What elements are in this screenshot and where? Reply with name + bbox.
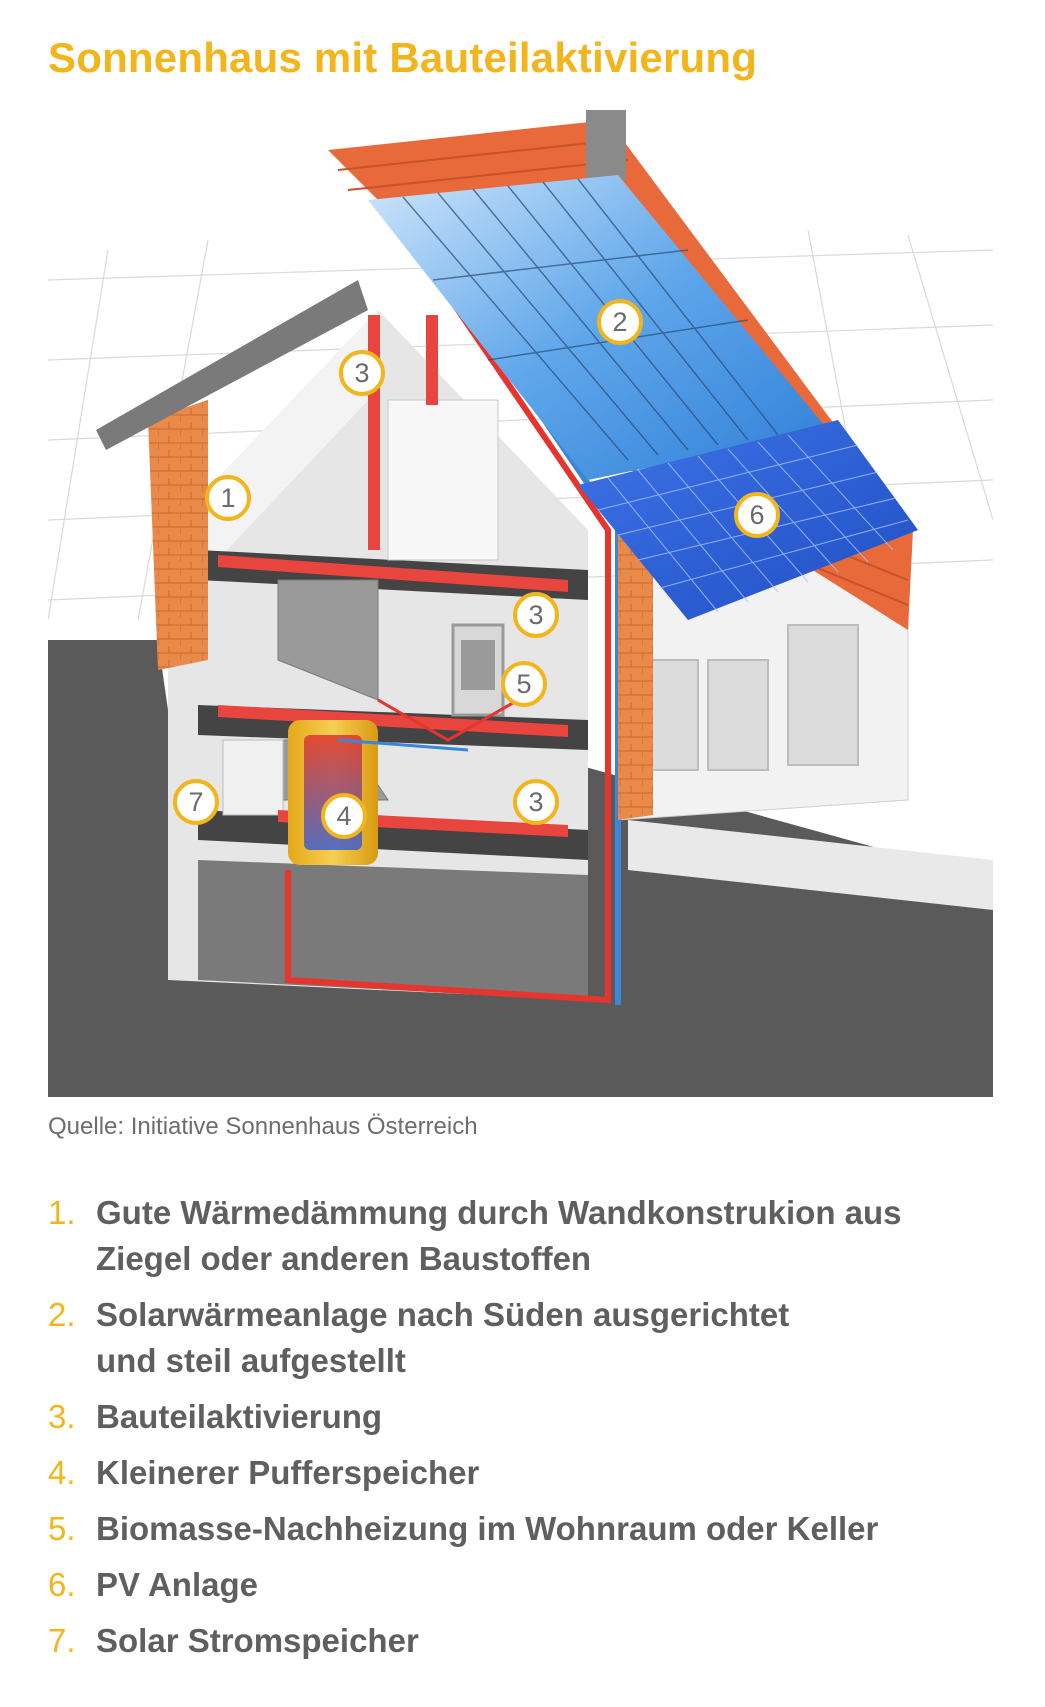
badge-3a: 3 <box>339 350 385 396</box>
badge-5: 5 <box>501 661 547 707</box>
battery-storage <box>222 739 284 816</box>
badge-7: 7 <box>173 779 219 825</box>
page-title: Sonnenhaus mit Bauteilaktivierung <box>48 34 758 81</box>
source-caption: Quelle: Initiative Sonnenhaus Österreich <box>48 1113 478 1140</box>
legend-item-1: 1. Gute Wärmedämmung durch Wandkonstruki… <box>48 1190 1008 1282</box>
badge-6: 6 <box>734 492 780 538</box>
legend-text: Bauteilaktivierung <box>96 1398 383 1435</box>
legend-text: Kleinerer Pufferspeicher <box>96 1454 480 1491</box>
legend-text: Biomasse-Nachheizung im Wohnraum oder Ke… <box>96 1510 879 1547</box>
legend-text: Solarwärmeanlage nach Süden ausgerichtet… <box>96 1296 790 1379</box>
badge-3b: 3 <box>513 592 559 638</box>
badge-7-label: 7 <box>188 787 203 817</box>
badge-2-label: 2 <box>612 307 627 337</box>
chimney <box>586 110 626 180</box>
badge-3b-label: 3 <box>528 600 543 630</box>
legend-item-5: 5. Biomasse-Nachheizung im Wohnraum oder… <box>48 1506 1008 1552</box>
legend-number: 1. <box>48 1194 76 1231</box>
legend-item-7: 7. Solar Stromspeicher <box>48 1618 1008 1664</box>
roof-left <box>96 280 368 450</box>
badge-3c-label: 3 <box>528 787 543 817</box>
legend-text: Gute Wärmedämmung durch Wandkonstrukion … <box>96 1194 902 1277</box>
badge-3a-label: 3 <box>354 358 369 388</box>
legend-number: 2. <box>48 1296 76 1333</box>
shower <box>387 399 499 561</box>
legend-item-3: 3. Bauteilaktivierung <box>48 1394 1008 1440</box>
badge-1-label: 1 <box>220 483 235 513</box>
brick-wall <box>148 400 208 670</box>
badge-1: 1 <box>205 475 251 521</box>
windows <box>647 624 859 771</box>
legend-number: 5. <box>48 1510 76 1547</box>
badge-6-label: 6 <box>749 500 764 530</box>
legend-list: 1. Gute Wärmedämmung durch Wandkonstruki… <box>48 1190 1008 1674</box>
legend-item-4: 4. Kleinerer Pufferspeicher <box>48 1450 1008 1496</box>
legend-text: PV Anlage <box>96 1566 258 1603</box>
badge-2: 2 <box>597 299 643 345</box>
badge-4: 4 <box>321 793 367 839</box>
legend-number: 7. <box>48 1622 76 1659</box>
badge-5-label: 5 <box>516 669 531 699</box>
legend-item-2: 2. Solarwärmeanlage nach Süden ausgerich… <box>48 1292 1008 1384</box>
legend-number: 4. <box>48 1454 76 1491</box>
badge-3c: 3 <box>513 779 559 825</box>
legend-item-6: 6. PV Anlage <box>48 1562 1008 1608</box>
badge-4-label: 4 <box>336 801 351 831</box>
house-illustration: 1 2 3 3 3 4 5 6 <box>48 100 993 1097</box>
legend-number: 6. <box>48 1566 76 1603</box>
legend-number: 3. <box>48 1398 76 1435</box>
legend-text: Solar Stromspeicher <box>96 1622 419 1659</box>
